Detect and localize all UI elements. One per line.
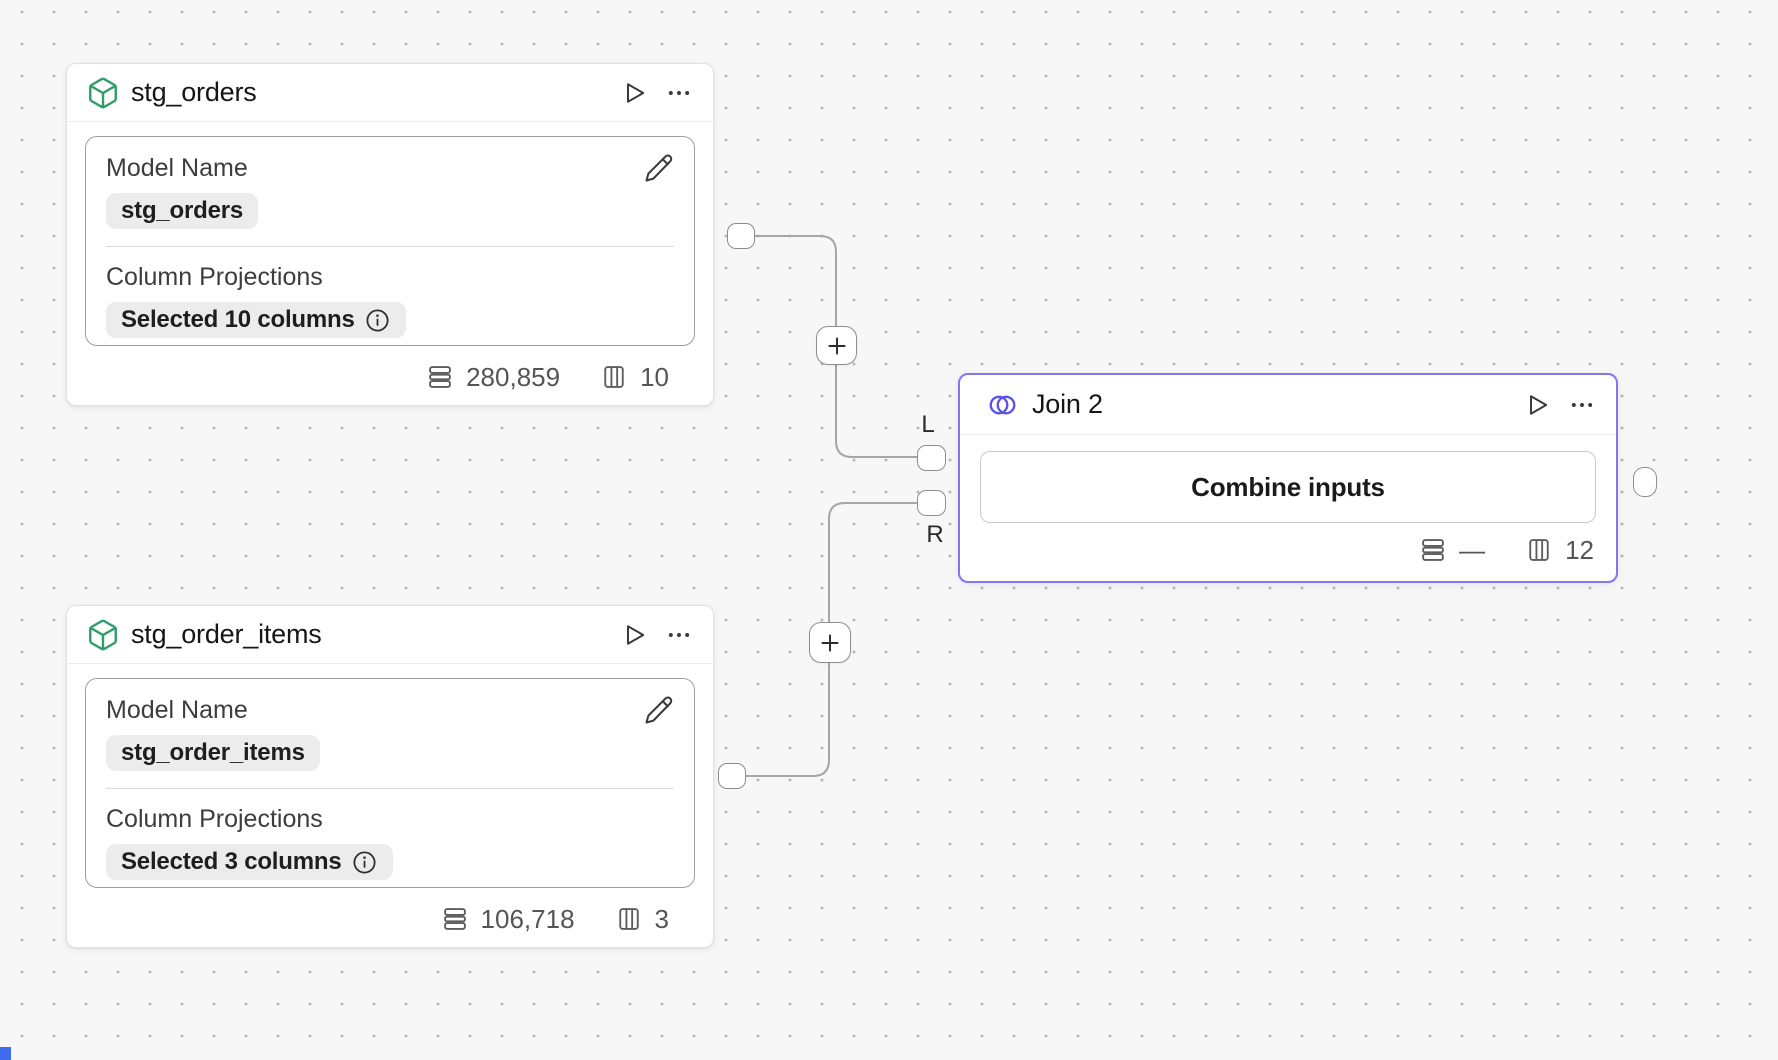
node-stats: — 12 bbox=[960, 523, 1616, 581]
canvas-corner-indicator bbox=[0, 1047, 11, 1060]
combine-inputs-button[interactable]: Combine inputs bbox=[980, 451, 1596, 523]
column-projections-value: Selected 10 columns bbox=[121, 306, 355, 333]
plus-icon bbox=[827, 336, 846, 355]
node-header: stg_orders bbox=[67, 64, 713, 122]
column-projections-chip: Selected 10 columns bbox=[106, 302, 406, 338]
node-header: stg_order_items bbox=[67, 606, 713, 664]
ellipsis-icon bbox=[668, 632, 690, 637]
model-name-value: stg_orders bbox=[121, 197, 244, 224]
node-title: stg_order_items bbox=[131, 619, 322, 649]
join-venn-icon bbox=[989, 395, 1016, 414]
node-menu-button[interactable] bbox=[1568, 391, 1596, 419]
ellipsis-icon bbox=[1571, 402, 1593, 407]
column-count: 12 bbox=[1565, 534, 1594, 565]
node-body: Combine inputs bbox=[960, 435, 1616, 523]
node-join-2[interactable]: Join 2 Combine inputs — 12 bbox=[958, 373, 1618, 583]
play-icon bbox=[627, 624, 645, 645]
row-count-icon bbox=[443, 908, 466, 930]
column-count: 3 bbox=[654, 903, 669, 934]
model-properties-panel: Model Name stg_order_items Column Projec… bbox=[85, 678, 695, 888]
row-count-icon bbox=[1422, 539, 1444, 561]
run-node-button[interactable] bbox=[621, 621, 649, 649]
node-title: stg_orders bbox=[131, 77, 257, 107]
node-body: Model Name stg_order_items Column Projec… bbox=[67, 664, 713, 950]
row-count: — bbox=[1459, 534, 1486, 565]
column-count-icon bbox=[618, 908, 639, 930]
node-stats: 280,859 10 bbox=[85, 346, 695, 408]
add-step-on-edge-left-button[interactable] bbox=[816, 326, 857, 365]
node-menu-button[interactable] bbox=[665, 621, 693, 649]
run-node-button[interactable] bbox=[621, 79, 649, 107]
row-count: 280,859 bbox=[466, 361, 561, 392]
info-icon[interactable] bbox=[351, 849, 378, 876]
row-count: 106,718 bbox=[480, 903, 575, 934]
model-name-value: stg_order_items bbox=[121, 739, 305, 766]
edit-model-name-button[interactable] bbox=[644, 695, 674, 725]
plus-icon bbox=[821, 633, 839, 652]
divider bbox=[106, 788, 674, 789]
model-properties-panel: Model Name stg_orders Column Projections… bbox=[85, 136, 695, 346]
play-icon bbox=[1530, 394, 1548, 415]
play-icon bbox=[627, 82, 645, 103]
model-name-chip: stg_orders bbox=[106, 193, 259, 229]
pencil-icon bbox=[645, 696, 673, 724]
node-stats: 106,718 3 bbox=[85, 888, 695, 950]
join-left-input-port[interactable] bbox=[917, 445, 946, 471]
node-menu-button[interactable] bbox=[665, 79, 693, 107]
model-name-label: Model Name bbox=[106, 696, 248, 724]
pencil-icon bbox=[645, 154, 673, 182]
ellipsis-icon bbox=[668, 90, 690, 95]
node-stg-orders[interactable]: stg_orders Model Name stg_ord bbox=[66, 63, 714, 406]
model-box-icon bbox=[89, 619, 117, 650]
join-right-input-port[interactable] bbox=[917, 490, 946, 516]
column-projections-label: Column Projections bbox=[106, 805, 323, 833]
join-left-port-label: L bbox=[921, 411, 935, 438]
node-stg-order-items[interactable]: stg_order_items Model Name st bbox=[66, 605, 714, 948]
output-port-stg-order-items[interactable] bbox=[718, 763, 746, 789]
model-name-chip: stg_order_items bbox=[106, 735, 320, 771]
node-title: Join 2 bbox=[1032, 389, 1103, 419]
output-port-stg-orders[interactable] bbox=[727, 223, 755, 249]
node-header: Join 2 bbox=[960, 375, 1616, 435]
column-projections-value: Selected 3 columns bbox=[121, 848, 342, 875]
column-count-icon bbox=[604, 366, 624, 388]
column-projections-chip: Selected 3 columns bbox=[106, 844, 393, 880]
column-projections-label: Column Projections bbox=[106, 263, 323, 291]
edit-model-name-button[interactable] bbox=[644, 153, 674, 183]
column-count-icon bbox=[1529, 539, 1549, 561]
run-node-button[interactable] bbox=[1524, 391, 1552, 419]
join-right-port-label: R bbox=[926, 521, 944, 548]
info-icon[interactable] bbox=[364, 307, 391, 334]
divider bbox=[106, 246, 674, 247]
row-count-icon bbox=[429, 366, 451, 388]
column-count: 10 bbox=[640, 361, 669, 392]
model-name-label: Model Name bbox=[106, 154, 248, 182]
output-port-join[interactable] bbox=[1633, 467, 1657, 497]
node-body: Model Name stg_orders Column Projections… bbox=[67, 122, 713, 408]
model-box-icon bbox=[89, 77, 117, 108]
add-step-on-edge-right-button[interactable] bbox=[809, 622, 851, 663]
